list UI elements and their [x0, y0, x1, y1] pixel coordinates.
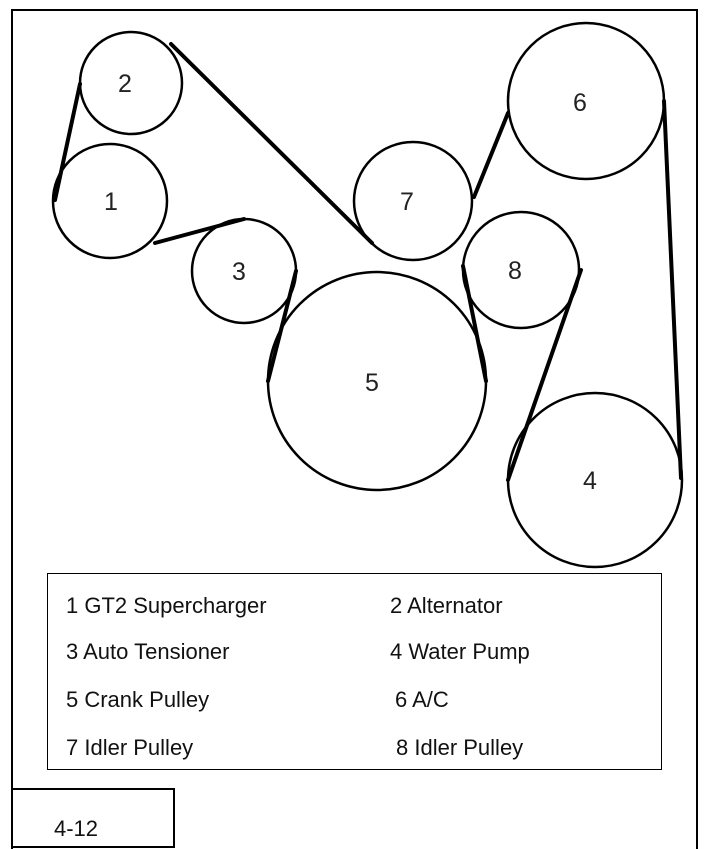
belt-segment-8-5: [461, 264, 488, 383]
pulley-5-number: 5: [365, 369, 379, 397]
pulley-1-number: 1: [104, 188, 118, 216]
belt-segment-5-3: [266, 269, 298, 383]
legend-item: 3 Auto Tensioner: [66, 639, 230, 664]
legend-item: 5 Crank Pulley: [66, 687, 210, 712]
legend-item: 4 Water Pump: [390, 639, 530, 664]
belt-segment-3-1: [153, 217, 246, 245]
pulley-1-circle: [51, 142, 169, 260]
legend-item: 6 A/C: [395, 687, 449, 712]
belt-segment-6-4: [662, 99, 683, 480]
page-number: 4-12: [54, 816, 99, 841]
pulley-7-number: 7: [400, 188, 414, 216]
pulley-4-number: 4: [583, 467, 597, 495]
legend-item: 8 Idler Pulley: [396, 735, 524, 760]
pulley-8-number: 8: [508, 257, 522, 285]
legend-item: 7 Idler Pulley: [66, 735, 194, 760]
pulley-3-number: 3: [232, 258, 246, 286]
belt-segment-1-2: [53, 82, 82, 202]
legend-item: 2 Alternator: [390, 593, 503, 618]
pulley-2-number: 2: [118, 70, 132, 98]
pulley-6-number: 6: [573, 89, 587, 117]
page-frame: [11, 9, 698, 849]
belt-segment-4-8: [506, 268, 583, 482]
belt-segment-2-7: [169, 42, 374, 245]
pulley-7-circle: [352, 140, 474, 262]
pulley-legend: 1 GT2 Supercharger 2 Alternator 3 Auto T…: [47, 573, 662, 770]
legend-item: 1 GT2 Supercharger: [66, 593, 267, 618]
belt-segment-7-6: [472, 111, 510, 199]
